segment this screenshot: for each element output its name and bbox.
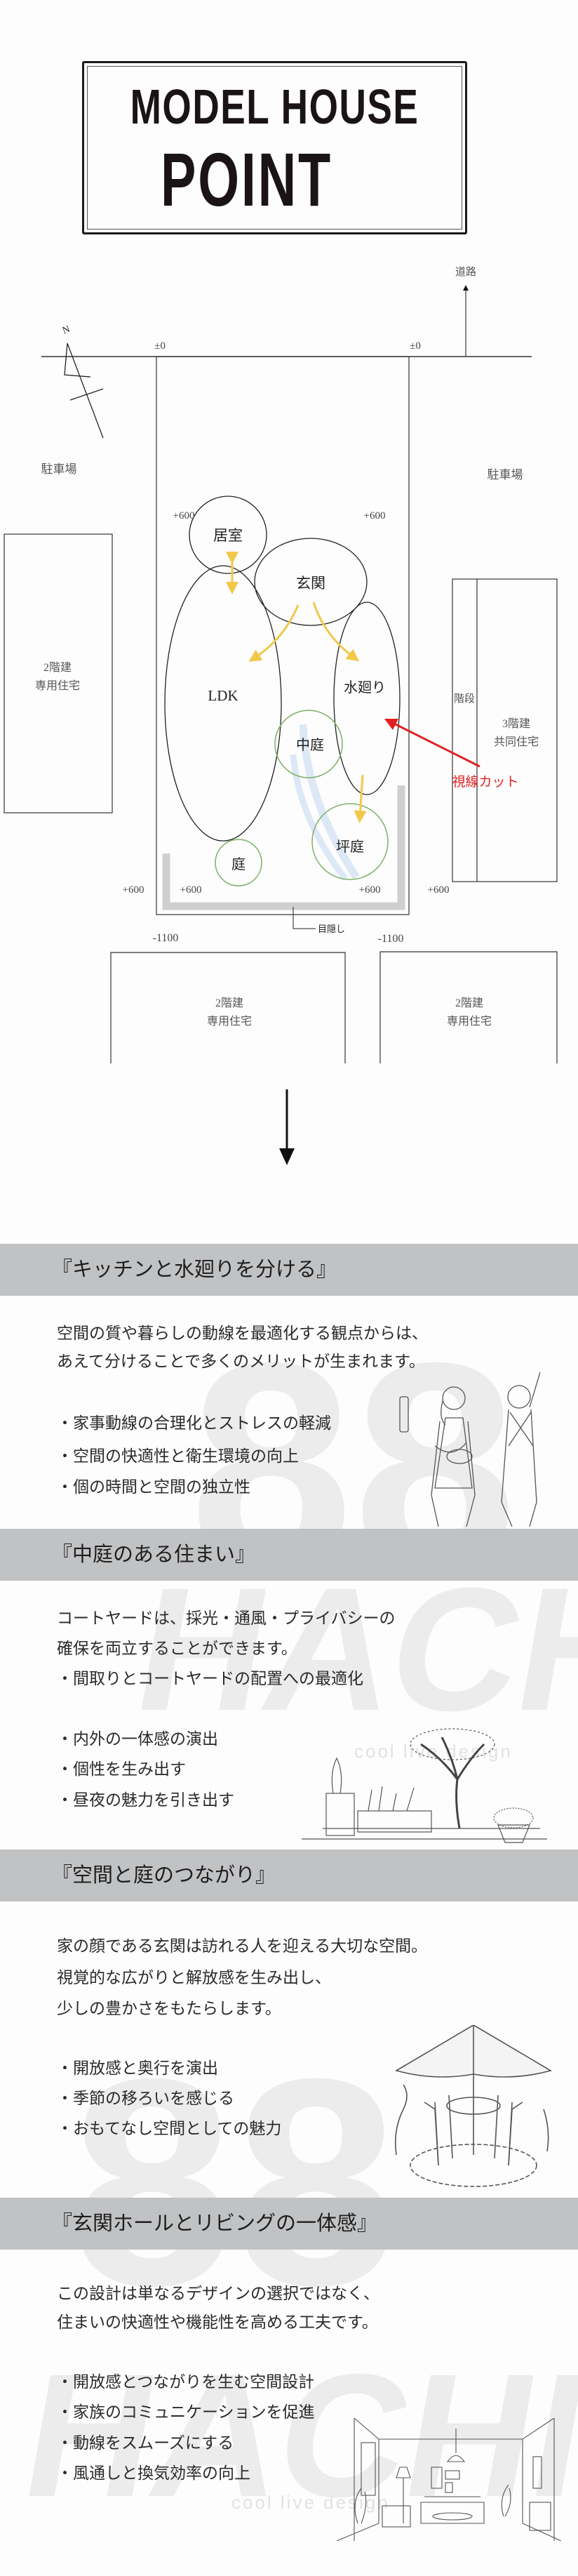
bullet-item: ・開放感と奥行を演出 (57, 2059, 218, 2077)
garden-zone (215, 839, 262, 887)
bullet-item: ・内外の一体感の演出 (57, 1730, 218, 1748)
level-plus-sw: +600 (180, 884, 202, 896)
room-label-living: 居室 (213, 527, 243, 544)
road-label: 道路 (455, 266, 476, 278)
parking-label-right: 駐車場 (488, 468, 523, 482)
bullet-item: ・家事動線の合理化とストレスの軽減 (57, 1414, 331, 1432)
section-body-line: あえて分けることで多くのメリットが生まれます。 (57, 1353, 425, 1370)
kitchen-people-illustration (399, 1372, 541, 1527)
south-right-type: 専用住宅 (447, 1015, 492, 1028)
level-plus-nw: +600 (173, 510, 195, 522)
neighbor-right-floors: 3階建 (502, 717, 530, 730)
light-path-band (299, 724, 360, 879)
title-line-1: MODEL HOUSE (130, 79, 419, 134)
water-zone (333, 602, 401, 795)
light-path-band-2 (290, 754, 348, 881)
bullet-item: ・開放感とつながりを生む空間設計 (57, 2373, 315, 2391)
level-plus-se-outer: +600 (428, 884, 450, 896)
stairs-label: 階段 (454, 693, 475, 705)
sightline-cut-label: 視線カット (452, 774, 518, 790)
bullet-item: ・家族のコミュニケーションを促進 (57, 2403, 315, 2421)
section-body-line: 家の顔である玄関は訪れる人を迎える大切な空間。 (57, 1937, 428, 1955)
watermark-tagline-1: cool live design (354, 1741, 513, 1762)
screen-label: 目隠し (318, 924, 345, 934)
section-title: 『玄関ホールとリビングの一体感』 (52, 2212, 378, 2235)
section-body-line: 視覚的な広がりと解放感を生み出し、 (57, 1969, 331, 1986)
screen-wall (162, 785, 405, 910)
south-right-floors: 2階建 (455, 997, 483, 1009)
courtyard-zone (274, 710, 343, 778)
title-frame: MODEL HOUSE POINT (82, 61, 467, 234)
section-header-kitchen-water: 『キッチンと水廻りを分ける』 (0, 1244, 578, 1296)
neighbor-building-right (452, 578, 558, 882)
level-minus-left: -1100 (153, 932, 179, 944)
section-header-entrance-living: 『玄関ホールとリビングの一体感』 (0, 2198, 578, 2250)
neighbor-left-type: 専用住宅 (35, 679, 80, 692)
room-label-ldk: LDK (208, 687, 238, 704)
ldk-zone (164, 565, 282, 842)
site-plan-diagram: 道路 ±0 ±0 N 駐車場 駐車場 2階建 専用住宅 階段 3階建 共同住宅 … (4, 266, 558, 1165)
flow-arrow-entrance-water (312, 602, 360, 662)
section-body-line: コートヤードは、採光・通風・プライバシーの (57, 1609, 396, 1627)
bullet-item: ・風通しと換気効率の向上 (57, 2464, 250, 2482)
level-plus-sw-outer: +600 (123, 884, 144, 896)
patio-umbrella-illustration (394, 2025, 553, 2187)
neighbor-building-south-left (110, 952, 346, 1063)
bullet-item: ・個性を生み出す (57, 1760, 186, 1778)
living-room-illustration (336, 2418, 561, 2541)
neighbor-building-left (4, 533, 113, 814)
south-left-type: 専用住宅 (207, 1015, 252, 1028)
bullet-item: ・間取りとコートヤードの配置への最適化 (57, 1670, 363, 1687)
section-title: 『中庭のある住まい』 (52, 1543, 256, 1566)
level-plus-ne: +600 (364, 510, 386, 522)
section-header-space-garden: 『空間と庭のつながり』 (0, 1850, 578, 1901)
room-label-tsuboniwa: 坪庭 (336, 839, 364, 855)
section-header-courtyard: 『中庭のある住まい』 (0, 1529, 578, 1581)
section-body-line: 空間の質や暮らしの動線を最適化する観点からは、 (57, 1324, 428, 1342)
south-left-floors: 2階建 (215, 997, 243, 1009)
bullet-item: ・空間の快適性と衛生環境の向上 (57, 1447, 299, 1465)
tsuboniwa-zone (311, 803, 389, 880)
neighbor-right-type: 共同住宅 (494, 736, 539, 748)
section-body-line: この設計は単なるデザインの選択ではなく、 (57, 2285, 379, 2302)
room-label-garden: 庭 (231, 856, 246, 872)
sightline-cut-arrow (384, 718, 480, 768)
level-minus-right: -1100 (378, 933, 404, 945)
flow-arrow-entrance-ldk (248, 604, 300, 662)
flow-arrow-water-tsuboniwa (354, 774, 367, 823)
section-body-line: 確保を両立することができます。 (57, 1640, 297, 1657)
level-zero-right: ±0 (410, 340, 421, 352)
level-plus-se: +600 (359, 884, 381, 896)
section-title: 『空間と庭のつながり』 (52, 1864, 276, 1887)
bullet-item: ・昼夜の魅力を引き出す (57, 1791, 234, 1809)
room-label-water: 水廻り (344, 679, 386, 696)
title-line-2: POINT (160, 137, 332, 222)
bullet-item: ・動線をスムーズにする (57, 2434, 234, 2452)
north-compass-icon: N (61, 324, 104, 439)
bullet-item: ・季節の移ろいを感じる (57, 2090, 234, 2107)
title-inner-border (87, 66, 462, 230)
section-body-line: 少しの豊かさをもたらします。 (57, 2000, 281, 2017)
section-title: 『キッチンと水廻りを分ける』 (52, 1259, 337, 1281)
room-label-entrance: 玄関 (296, 575, 325, 592)
screen-leader-line (293, 907, 316, 929)
courtyard-tree-illustration (302, 1728, 547, 1843)
neighbor-building-south-right (379, 951, 558, 1063)
site-boundary (156, 356, 410, 915)
north-label: N (61, 324, 72, 337)
down-arrow-icon (279, 1148, 295, 1165)
entrance-zone (254, 538, 368, 626)
section-body-line: 住まいの快適性や機能性を高める工夫です。 (57, 2313, 378, 2331)
bullet-item: ・個の時間と空間の独立性 (57, 1478, 250, 1496)
parking-label-left: 駐車場 (41, 463, 77, 476)
neighbor-left-floors: 2階建 (43, 661, 72, 674)
room-label-courtyard: 中庭 (296, 737, 324, 753)
level-zero-left: ±0 (154, 340, 166, 352)
bullet-item: ・おもてなし空間としての魅力 (57, 2120, 282, 2137)
